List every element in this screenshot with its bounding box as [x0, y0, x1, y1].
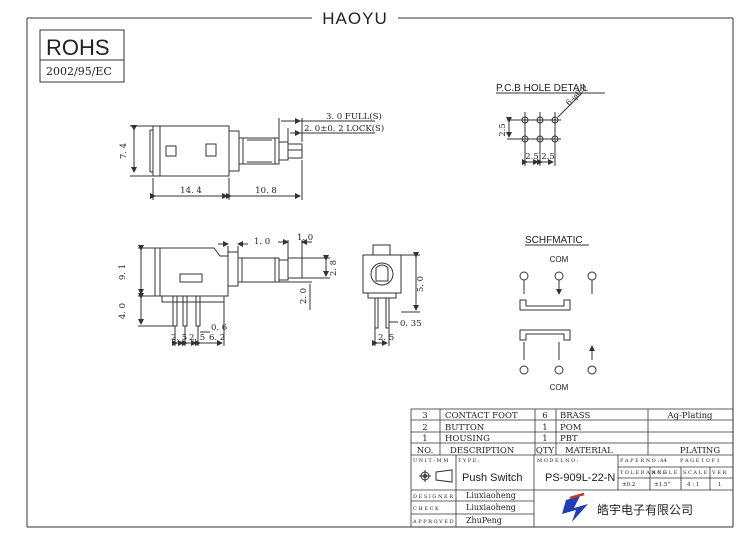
pcb-title: P.C.B HOLE DETAIL: [496, 83, 588, 94]
bom-header-plating: PLATING: [680, 446, 721, 456]
side-button-depth-dim: 2. 8: [329, 260, 339, 276]
brand-header: HAOYU: [322, 9, 387, 28]
side-button-height-dim: 2. 0: [299, 288, 309, 304]
body-length-dim: 14. 4: [180, 186, 202, 196]
side-pitch1-dim: 2. 5: [171, 333, 187, 343]
schematic-title: SCHFMATIC: [525, 235, 583, 246]
pcb-hole-grid: [506, 92, 583, 166]
bom-cell-no: 3: [422, 411, 427, 421]
pcb-h2-dim: 2.5: [541, 152, 555, 162]
side-top-dim-2: 1. 0: [297, 233, 313, 243]
bom-cell-no: 1: [422, 434, 427, 444]
rohs-directive: 2002/95/EC: [46, 65, 112, 78]
scale-label: S C A L E: [683, 470, 708, 476]
full-stroke-dim: 3. 0 FULL(S): [326, 111, 382, 122]
side-pitch2-dim: 2. 5: [189, 333, 205, 343]
bom-table: [410, 408, 734, 528]
bom-cell-desc: BUTTON: [445, 423, 485, 433]
side-pin-width-dim: 0. 6: [211, 323, 227, 333]
top-height-dim: 7. 4: [119, 143, 129, 159]
projection-symbol-icon: [419, 469, 453, 483]
pcb-h1-dim: 2.5: [525, 152, 539, 162]
bom-header-row: NO. DESCRIPTION QTY MATERIAL PLATING: [417, 446, 721, 456]
type-label: T Y P E :: [458, 458, 480, 464]
side-body-height-dim: 9. 1: [118, 264, 128, 280]
schematic-com-bottom: COM: [550, 383, 569, 392]
side-view: [138, 239, 330, 346]
approver-name: ZhuPeng: [466, 516, 502, 525]
bom-header-desc: DESCRIPTION: [450, 446, 515, 456]
bom-row-2: 2 BUTTON 1 POM: [422, 423, 581, 433]
bom-cell-material: BRASS: [560, 411, 590, 421]
type-value: Push Switch: [462, 472, 523, 484]
bom-cell-material: PBT: [560, 434, 578, 444]
bom-cell-material: POM: [560, 423, 582, 433]
angle-label: A N G L E: [651, 470, 678, 476]
pcb-vertical-dim: 2.5: [498, 123, 508, 137]
designer-name: Liuxiaoheng: [466, 491, 516, 500]
top-view: [130, 118, 375, 200]
bom-cell-qty: 1: [542, 434, 547, 444]
side-span-dim: 6. 2: [209, 333, 225, 343]
end-view: [362, 244, 420, 346]
scale-value: 4 : 1: [687, 482, 699, 488]
sheet-frame: [26, 17, 734, 528]
angle-value: ±1.5°: [654, 482, 670, 488]
bom-cell-desc: CONTACT FOOT: [445, 411, 518, 421]
bom-header-no: NO.: [417, 446, 434, 456]
tolerance-value: ±0.2: [622, 482, 635, 488]
end-height-dim: 5. 0: [416, 276, 426, 292]
model-label: M O D E L N O :: [537, 458, 579, 464]
shaft-length-dim: 10. 8: [255, 186, 277, 196]
company-logo-icon: [562, 492, 588, 522]
model-value: PS-909L-22-N: [545, 472, 615, 484]
bom-cell-desc: HOUSING: [445, 434, 490, 444]
bom-header-qty: QTY: [536, 446, 555, 456]
bom-row-3: 3 CONTACT FOOT 6 BRASS Ag-Plating: [422, 411, 713, 421]
unit-label: U N I T : M M: [413, 458, 448, 464]
bom-row-1: 1 HOUSING 1 PBT: [422, 434, 578, 444]
schematic-com-top: COM: [550, 255, 569, 264]
rohs-box: ROHS 2002/95/EC: [39, 29, 125, 83]
tolerance-label: T O L E R A N C E: [620, 470, 667, 476]
page-label: P A G E 1 O F 1: [680, 458, 720, 464]
approver-label: A P P R O V E D: [412, 519, 454, 525]
checker-name: Liuxiaoheng: [466, 503, 516, 512]
lock-stroke-dim: 2. 0±0. 2 LOCK(S): [304, 123, 384, 134]
end-pin-thickness-dim: 0. 35: [400, 319, 422, 329]
bom-cell-qty: 6: [542, 411, 547, 421]
paper-value: A4: [659, 458, 667, 464]
check-label: C H E C K: [413, 506, 439, 512]
bom-cell-plating: Ag-Plating: [666, 411, 713, 421]
side-pin-height-dim: 4. 0: [118, 303, 128, 319]
paper-label: P A P E R N O :: [620, 458, 659, 464]
bom-cell-qty: 1: [542, 423, 547, 433]
company-name: 皓宇电子有限公司: [597, 503, 693, 517]
version-value: 1: [718, 482, 722, 488]
schematic-symbol: [519, 271, 597, 375]
version-label: V E R: [711, 470, 726, 476]
bom-cell-no: 2: [422, 423, 427, 433]
bom-header-material: MATERIAL: [565, 446, 613, 456]
end-pitch-dim: 2. 5: [378, 333, 394, 343]
rohs-label: ROHS: [46, 35, 110, 60]
side-top-dim-1: 1. 0: [254, 237, 270, 247]
designer-label: D E S I G N E R: [413, 494, 453, 500]
